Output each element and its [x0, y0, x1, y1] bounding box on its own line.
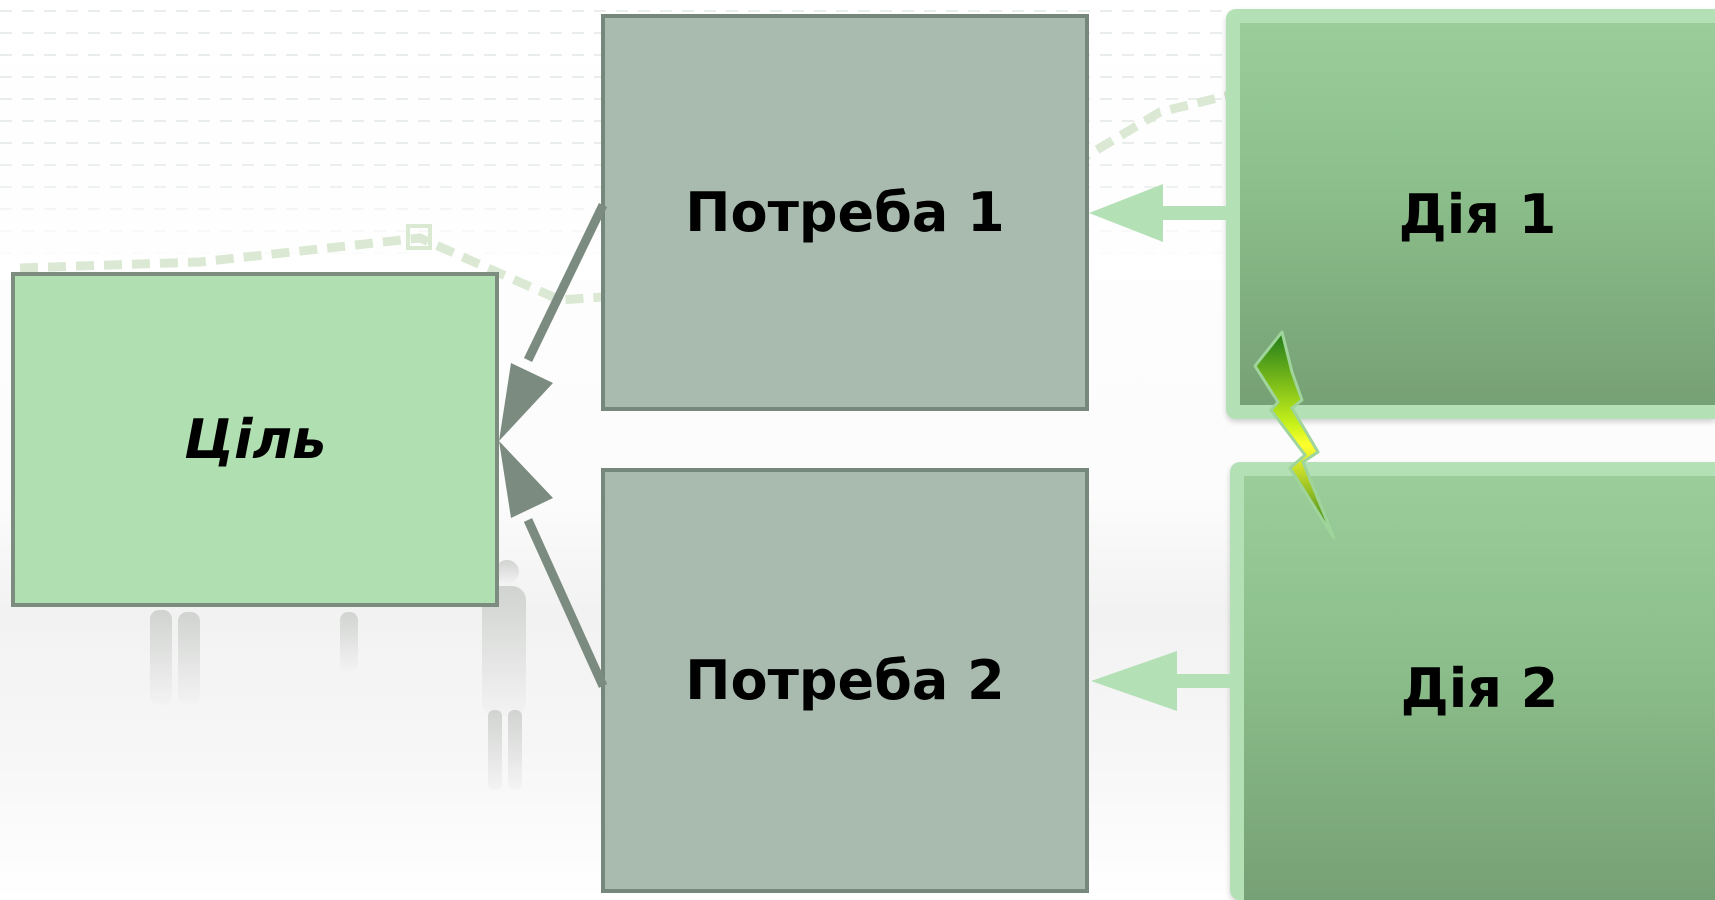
need-box-1: Потреба 1: [601, 14, 1089, 411]
need-label-2: Потреба 2: [685, 649, 1005, 712]
goal-box: Ціль: [11, 272, 499, 607]
goal-label: Ціль: [183, 408, 327, 471]
action-box-2: Дія 2: [1230, 462, 1715, 900]
action-box-1: Дія 1: [1226, 9, 1715, 419]
need-label-1: Потреба 1: [685, 181, 1005, 244]
action-label-1: Дія 1: [1398, 182, 1557, 246]
need-box-2: Потреба 2: [601, 468, 1089, 893]
people-silhouettes: [150, 560, 526, 790]
action-label-2: Дія 2: [1400, 656, 1559, 720]
